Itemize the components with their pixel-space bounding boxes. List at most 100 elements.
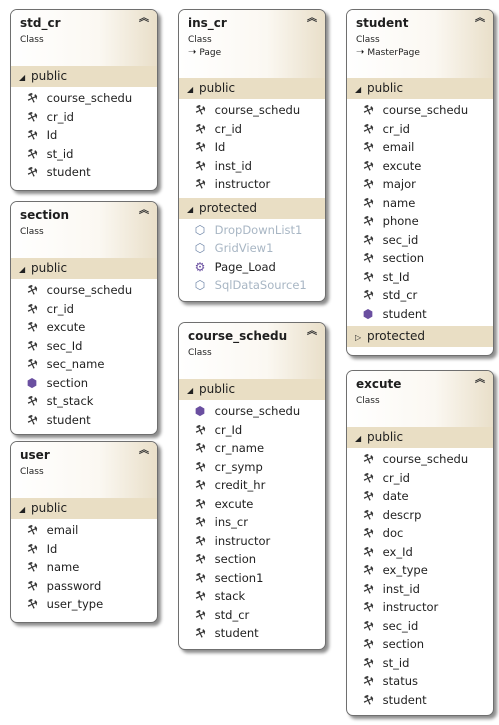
member-item[interactable]: ⚒ Id xyxy=(179,138,325,157)
member-item[interactable]: ⚒ student xyxy=(347,691,493,710)
member-item[interactable]: ⚒ major xyxy=(347,175,493,194)
member-item[interactable]: ⚒ st_stack xyxy=(11,392,157,411)
member-item[interactable]: ⚒ cr_name xyxy=(179,439,325,458)
member-item[interactable]: ⚒ course_schedu xyxy=(347,101,493,120)
member-item[interactable]: ⚒ cr_id xyxy=(11,300,157,319)
collapse-icon[interactable]: ︽ xyxy=(307,13,317,24)
member-item[interactable]: ⚒ section1 xyxy=(179,569,325,588)
member-name: st_Id xyxy=(382,269,410,284)
member-item[interactable]: ⚒ cr_id xyxy=(347,469,493,488)
member-item[interactable]: ⬢ section xyxy=(11,374,157,393)
member-item[interactable]: ⚒ sec_name xyxy=(11,355,157,374)
member-item[interactable]: ⚒ inst_id xyxy=(347,580,493,599)
collapse-icon[interactable]: ︽ xyxy=(139,13,149,24)
collapse-icon[interactable]: ︽ xyxy=(475,13,485,24)
member-item[interactable]: ⚒ section xyxy=(347,249,493,268)
section-toggle-icon[interactable]: ◢ xyxy=(19,73,26,82)
member-item[interactable]: ⚒ date xyxy=(347,487,493,506)
section-public[interactable]: ◢public xyxy=(347,427,493,448)
member-item[interactable]: ⬡ DropDownList1 xyxy=(179,221,325,240)
member-item[interactable]: ⚒ st_id xyxy=(11,145,157,164)
member-item[interactable]: ⚒ student xyxy=(11,163,157,182)
member-item[interactable]: ⚒ course_schedu xyxy=(179,101,325,120)
section-public[interactable]: ◢public xyxy=(347,78,493,99)
member-item[interactable]: ⚒ cr_id xyxy=(179,120,325,139)
class-box-student[interactable]: student Class ➝MasterPage ︽ ◢public ⚒ co… xyxy=(346,9,494,356)
class-box-course_schedu[interactable]: course_schedu Class ︽ ◢public ⬢ course_s… xyxy=(178,322,326,650)
member-item[interactable]: ⚒ name xyxy=(11,558,157,577)
member-item[interactable]: ⚒ student xyxy=(179,624,325,643)
member-item[interactable]: ⚒ stack xyxy=(179,587,325,606)
member-item[interactable]: ⚒ cr_id xyxy=(347,120,493,139)
class-box-excute[interactable]: excute Class ︽ ◢public ⚒ course_schedu ⚒… xyxy=(346,370,494,716)
member-item[interactable]: ⚒ ins_cr xyxy=(179,513,325,532)
member-item[interactable]: ⚒ sec_id xyxy=(347,617,493,636)
collapse-icon[interactable]: ︽ xyxy=(307,326,317,337)
member-item[interactable]: ⚒ excute xyxy=(179,495,325,514)
member-item[interactable]: ⬢ student xyxy=(347,305,493,324)
member-item[interactable]: ⚒ excute xyxy=(11,318,157,337)
member-item[interactable]: ⚒ course_schedu xyxy=(11,89,157,108)
member-item[interactable]: ⚒ status xyxy=(347,672,493,691)
section-public[interactable]: ◢public xyxy=(11,66,157,87)
collapse-icon[interactable]: ︽ xyxy=(139,205,149,216)
member-item[interactable]: ⚒ instructor xyxy=(347,598,493,617)
member-item[interactable]: ⚒ course_schedu xyxy=(11,281,157,300)
member-item[interactable]: ⚒ user_type xyxy=(11,595,157,614)
member-item[interactable]: ⚒ cr_symp xyxy=(179,458,325,477)
member-item[interactable]: ⚒ descrp xyxy=(347,506,493,525)
class-box-std_cr[interactable]: std_cr Class ︽ ◢public ⚒ course_schedu ⚒… xyxy=(10,9,158,191)
section-toggle-icon[interactable]: ▷ xyxy=(355,333,362,342)
section-toggle-icon[interactable]: ◢ xyxy=(187,386,194,395)
member-item[interactable]: ⚒ instructor xyxy=(179,532,325,551)
section-public[interactable]: ◢public xyxy=(11,258,157,279)
member-item[interactable]: ⚒ cr_Id xyxy=(179,421,325,440)
member-item[interactable]: ⬢ course_schedu xyxy=(179,402,325,421)
member-item[interactable]: ⚒ name xyxy=(347,194,493,213)
section-toggle-icon[interactable]: ◢ xyxy=(187,204,194,214)
class-box-user[interactable]: user Class ︽ ◢public ⚒ email ⚒ Id ⚒ name… xyxy=(10,441,158,623)
collapse-icon[interactable]: ︽ xyxy=(475,374,485,385)
member-item[interactable]: ⚒ password xyxy=(11,577,157,596)
member-item[interactable]: ⬡ GridView1 xyxy=(179,239,325,258)
member-item[interactable]: ⬡ SqlDataSource1 xyxy=(179,276,325,295)
section-protected[interactable]: ▷protected xyxy=(347,326,493,347)
member-name: GridView1 xyxy=(214,241,274,255)
member-item[interactable]: ⚒ Id xyxy=(11,540,157,559)
member-item[interactable]: ⚒ inst_id xyxy=(179,157,325,176)
member-item[interactable]: ⚒ std_cr xyxy=(347,286,493,305)
member-item[interactable]: ⚒ doc xyxy=(347,524,493,543)
member-item[interactable]: ⚒ instructor xyxy=(179,175,325,194)
member-item[interactable]: ⚒ course_schedu xyxy=(347,450,493,469)
section-toggle-icon[interactable]: ◢ xyxy=(187,85,194,94)
section-protected[interactable]: ◢protected xyxy=(179,197,325,219)
section-toggle-icon[interactable]: ◢ xyxy=(355,434,362,443)
member-item[interactable]: ⚒ sec_id xyxy=(347,231,493,250)
class-box-ins_cr[interactable]: ins_cr Class ➝Page ︽ ◢public ⚒ course_sc… xyxy=(178,9,326,302)
section-public[interactable]: ◢public xyxy=(11,498,157,519)
section-toggle-icon[interactable]: ◢ xyxy=(19,505,26,514)
member-item[interactable]: ⚒ email xyxy=(11,521,157,540)
member-item[interactable]: ⚒ Id xyxy=(11,126,157,145)
member-item[interactable]: ⚒ excute xyxy=(347,157,493,176)
member-item[interactable]: ⚒ ex_type xyxy=(347,561,493,580)
member-item[interactable]: ⚒ st_id xyxy=(347,654,493,673)
member-item[interactable]: ⚒ student xyxy=(11,411,157,430)
section-toggle-icon[interactable]: ◢ xyxy=(19,265,26,274)
member-item[interactable]: ⚒ ex_Id xyxy=(347,543,493,562)
member-item[interactable]: ⚒ section xyxy=(179,550,325,569)
section-public[interactable]: ◢public xyxy=(179,379,325,400)
member-item[interactable]: ⚒ std_cr xyxy=(179,606,325,625)
collapse-icon[interactable]: ︽ xyxy=(139,445,149,456)
member-item[interactable]: ⚒ section xyxy=(347,635,493,654)
section-public[interactable]: ◢public xyxy=(179,78,325,99)
member-item[interactable]: ⚙ Page_Load xyxy=(179,258,325,277)
class-box-section[interactable]: section Class ︽ ◢public ⚒ course_schedu … xyxy=(10,201,158,435)
member-item[interactable]: ⚒ st_Id xyxy=(347,268,493,287)
member-item[interactable]: ⚒ phone xyxy=(347,212,493,231)
member-item[interactable]: ⚒ sec_Id xyxy=(11,337,157,356)
member-item[interactable]: ⚒ cr_id xyxy=(11,108,157,127)
section-toggle-icon[interactable]: ◢ xyxy=(355,85,362,94)
member-item[interactable]: ⚒ email xyxy=(347,138,493,157)
member-item[interactable]: ⚒ credit_hr xyxy=(179,476,325,495)
